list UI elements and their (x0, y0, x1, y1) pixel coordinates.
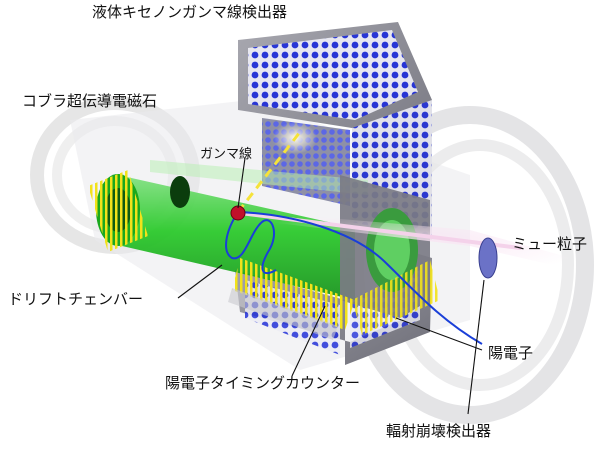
positron-track (225, 211, 483, 345)
label-cobra-magnet: コブラ超伝導電磁石 (22, 92, 158, 110)
muon-target (478, 237, 498, 279)
muon-beam (235, 210, 600, 279)
drift-chamber (96, 160, 430, 318)
label-gamma-ray: ガンマ線 (200, 147, 253, 162)
label-muon: ミュー粒子 (512, 235, 588, 253)
label-drift-chamber: ドリフトチェンバー (8, 290, 144, 308)
label-timing-counter: 陽電子タイミングカウンター (165, 374, 361, 392)
gamma-ray-track (236, 131, 302, 213)
timing-counter-bars (88, 170, 440, 340)
leader-lines (177, 157, 485, 415)
label-radiative-decay-detector: 輻射崩壊検出器 (386, 422, 492, 440)
label-liquid-xenon-detector: 液体キセノンガンマ線検出器 (92, 3, 288, 21)
decay-vertex (230, 205, 246, 221)
label-positron: 陽電子 (488, 344, 534, 362)
